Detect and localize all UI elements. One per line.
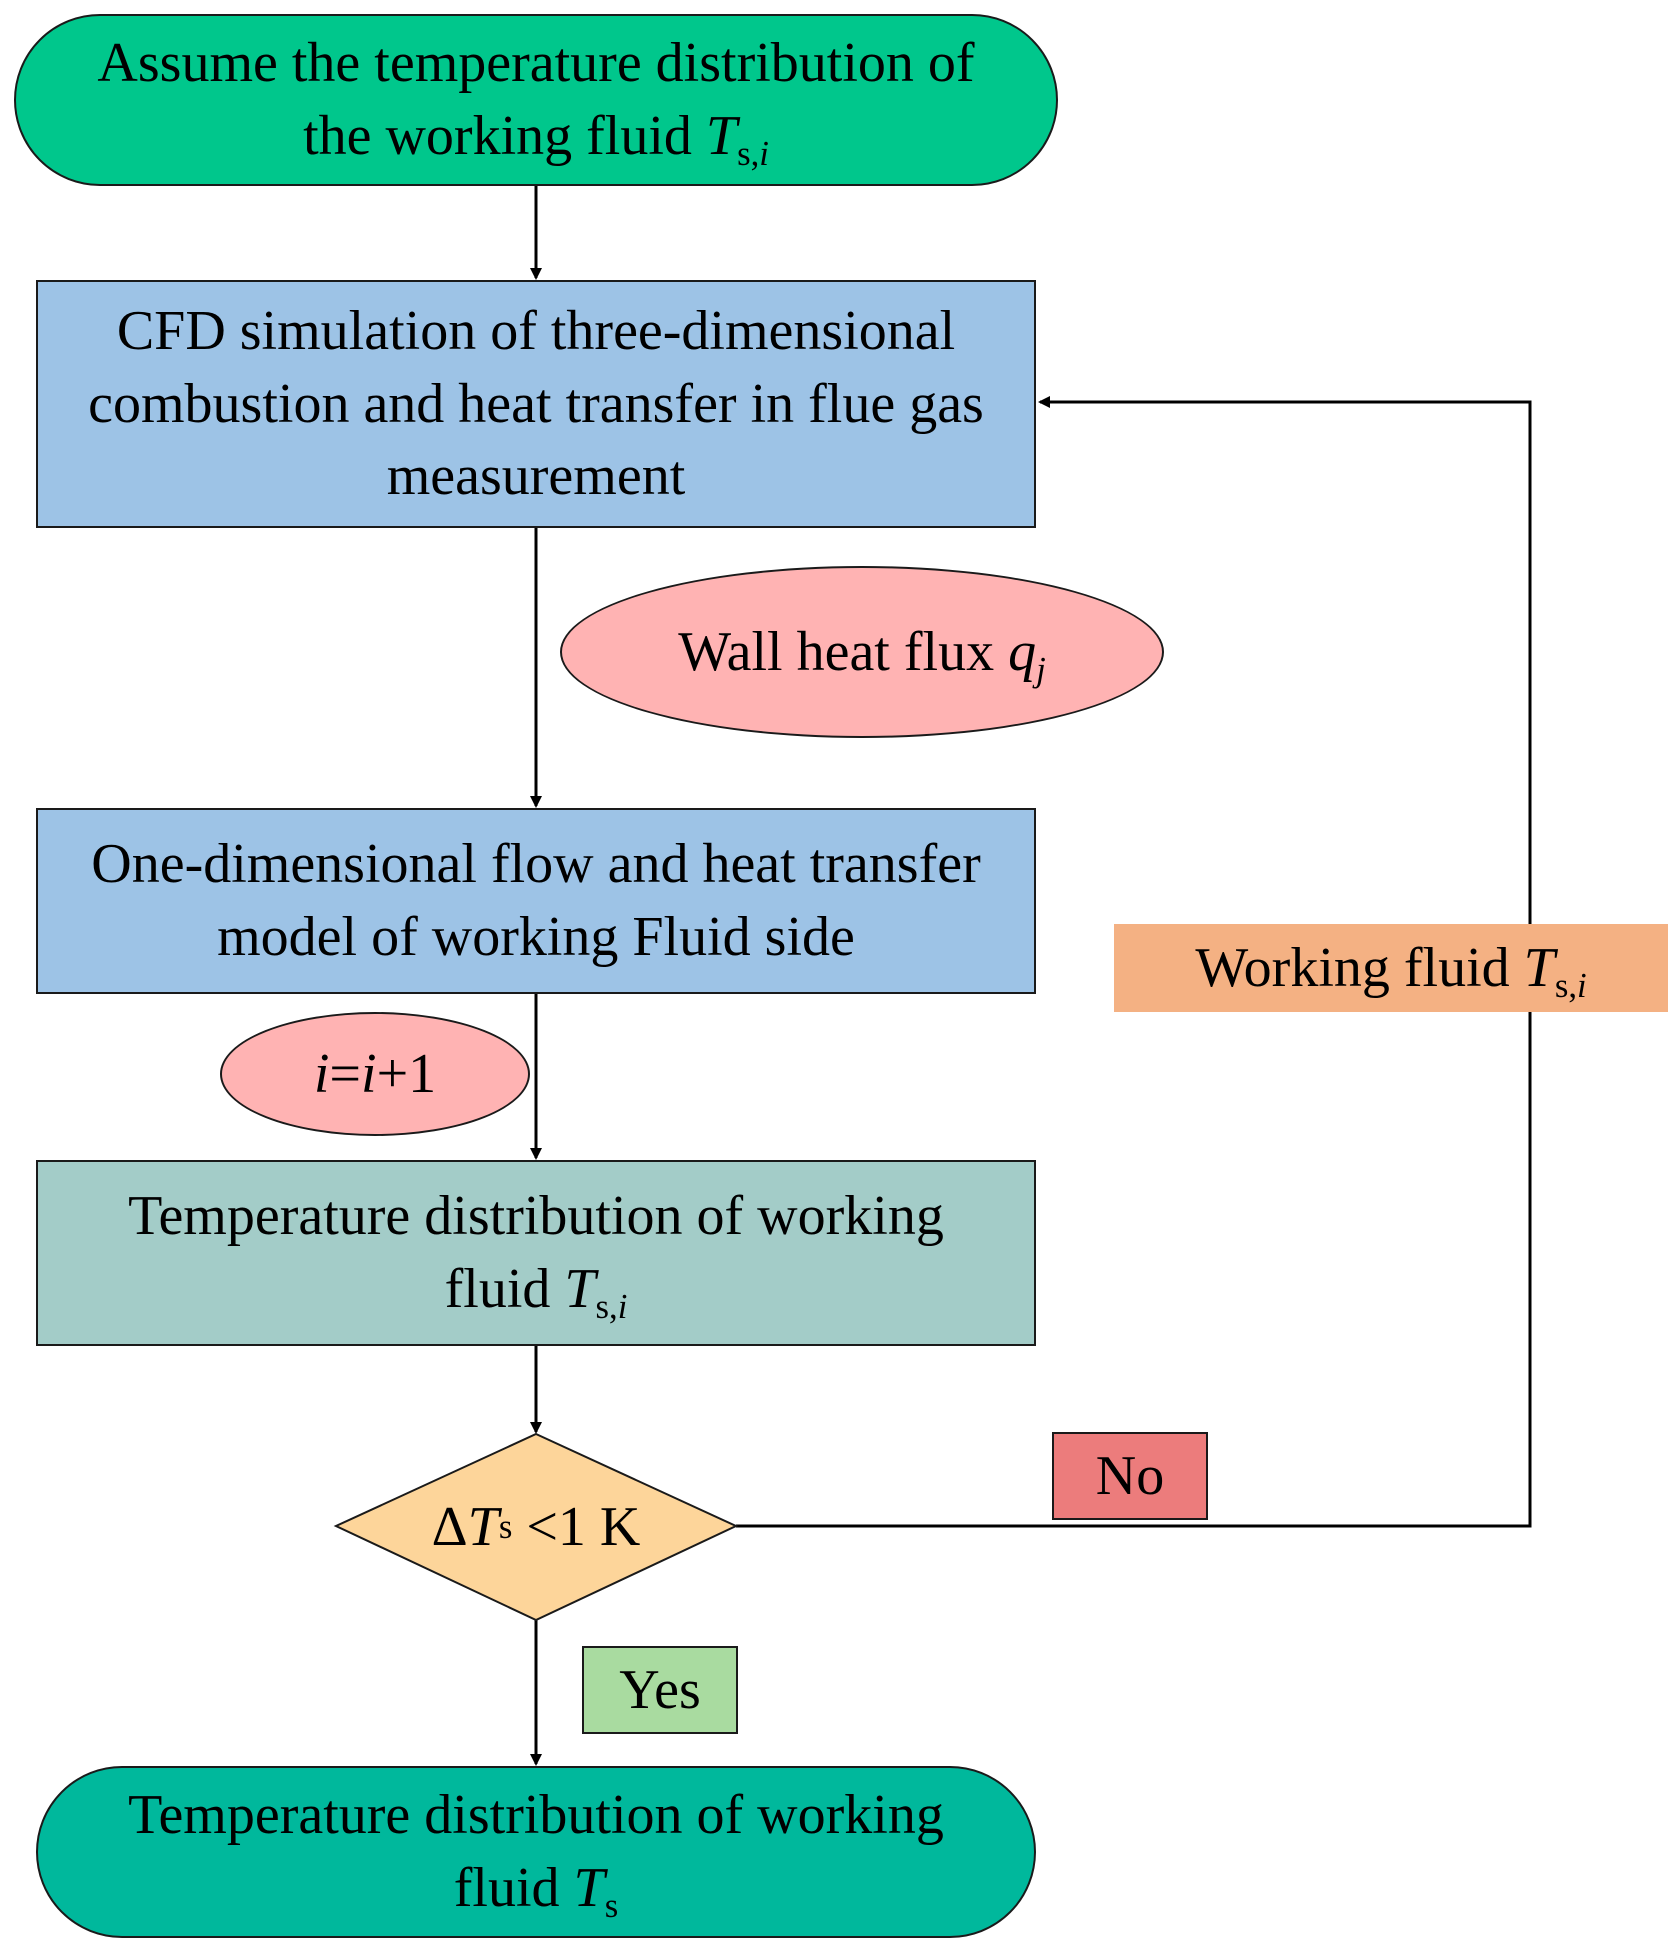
temperature-distribution-box: Temperature distribution of working flui… <box>36 1160 1036 1346</box>
cfd-line-2: combustion and heat transfer in flue gas <box>88 372 984 435</box>
yes-text: Yes <box>619 1658 701 1721</box>
cfd-line-3: measurement <box>386 445 686 508</box>
no-branch-label: No <box>1052 1432 1208 1520</box>
onedim-line-1: One-dimensional flow and heat transfer <box>91 833 981 896</box>
decision-condition: <1 K <box>512 1496 641 1558</box>
no-text: No <box>1095 1444 1165 1507</box>
wall-flux-var: q <box>1008 620 1037 683</box>
start-terminal: Assume the temperature distribution of t… <box>14 14 1058 186</box>
cfd-simulation-box: CFD simulation of three-dimensional comb… <box>36 280 1036 528</box>
iter-plus-one: +1 <box>376 1042 437 1105</box>
start-sub: s, <box>737 134 760 174</box>
iter-var-2: i <box>361 1042 377 1105</box>
working-fluid-sub: s, <box>1554 965 1578 1005</box>
start-line-1: Assume the temperature distribution of <box>97 32 975 95</box>
start-var: T <box>705 105 738 167</box>
wall-heat-flux-ellipse: Wall heat flux qj <box>560 566 1164 738</box>
onedim-line-2: model of working Fluid side <box>217 906 855 968</box>
start-line-2: the working fluid <box>303 105 692 167</box>
end-sub: s <box>604 1886 619 1926</box>
wall-flux-sub: j <box>1036 649 1046 689</box>
decision-diamond <box>333 1432 739 1622</box>
temp-sub: s, <box>595 1287 618 1327</box>
end-line-1: Temperature distribution of working <box>128 1784 944 1847</box>
end-line-2: fluid <box>453 1857 560 1919</box>
working-fluid-sub-index: i <box>1577 965 1587 1005</box>
wall-flux-text: Wall heat flux <box>678 620 995 683</box>
iteration-ellipse: i=i+1 <box>220 1012 530 1136</box>
working-fluid-var: T <box>1523 936 1555 999</box>
temp-line-1: Temperature distribution of working <box>128 1185 944 1248</box>
yes-branch-label: Yes <box>582 1646 738 1734</box>
iter-var-1: i <box>313 1042 330 1105</box>
decision-prefix: Δ <box>431 1496 468 1558</box>
temp-line-2: fluid <box>444 1258 551 1320</box>
iter-equals: = <box>329 1042 361 1105</box>
one-dimensional-model-box: One-dimensional flow and heat transfer m… <box>36 808 1036 994</box>
start-sub-index: i <box>759 134 769 174</box>
end-terminal: Temperature distribution of working flui… <box>36 1766 1036 1938</box>
cfd-line-1: CFD simulation of three-dimensional <box>116 299 956 362</box>
decision-var: T <box>467 1496 499 1558</box>
end-var: T <box>573 1857 605 1919</box>
working-fluid-text: Working fluid <box>1195 936 1510 999</box>
working-fluid-label: Working fluid Ts,i <box>1114 924 1668 1012</box>
temp-var: T <box>564 1258 596 1320</box>
temp-sub-index: i <box>617 1287 628 1327</box>
